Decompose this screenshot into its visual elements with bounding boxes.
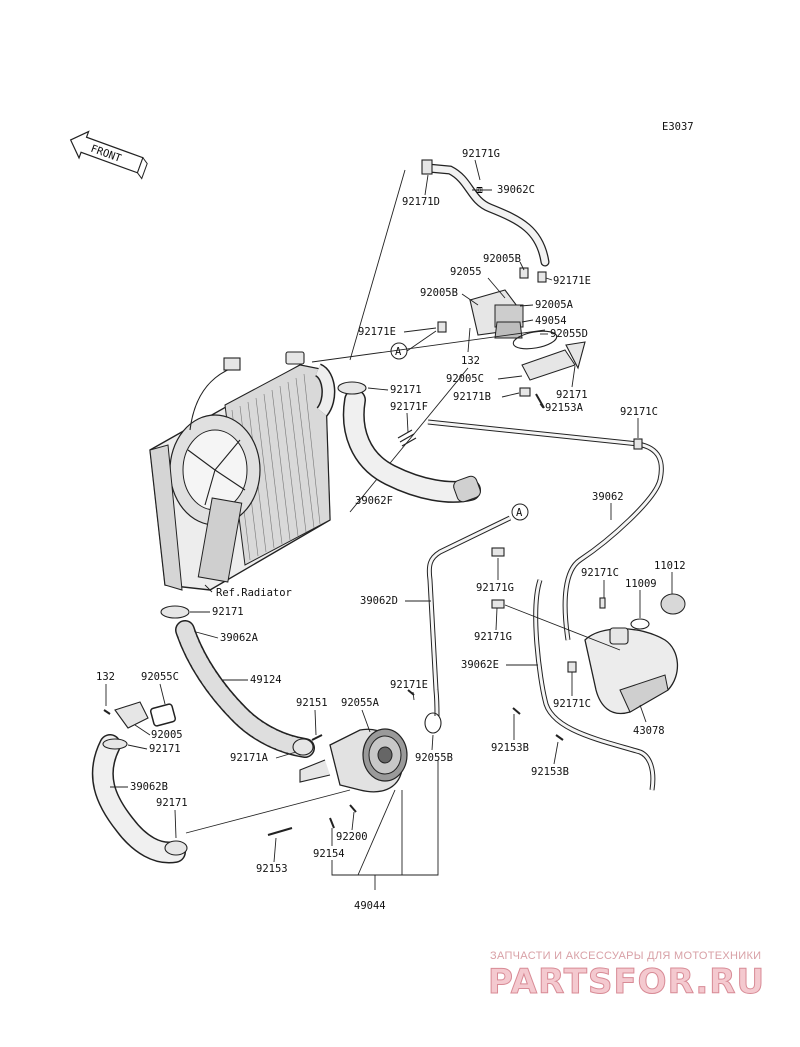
label-92171D: 92171D	[402, 196, 440, 208]
label-49054: 49054	[535, 315, 567, 327]
label-11009: 11009	[625, 578, 657, 590]
label-92153B-b: 92153B	[531, 766, 569, 778]
label-92171F: 92171F	[390, 401, 428, 413]
label-92005B-left: 92005B	[420, 287, 458, 299]
thermostat-cover-left	[103, 701, 177, 729]
label-132-top: 132	[461, 355, 480, 367]
label-92055-top: 92055	[450, 266, 482, 278]
ref-radiator-label: Ref.Radiator	[216, 587, 292, 599]
label-92171E-top: 92171E	[553, 275, 591, 287]
reservoir-tank	[491, 547, 686, 791]
label-92171G-mid: 92171G	[476, 582, 514, 594]
label-92171G-low: 92171G	[474, 631, 512, 643]
hose-39062f	[314, 363, 481, 503]
label-43078: 43078	[633, 725, 665, 737]
label-49124: 49124	[250, 674, 282, 686]
label-92171B: 92171B	[453, 391, 491, 403]
hose-39062c	[421, 159, 550, 267]
label-92154: 92154	[313, 848, 345, 860]
label-92153B-a: 92153B	[491, 742, 529, 754]
label-92005A: 92005A	[535, 299, 574, 311]
label-92171G-top: 92171G	[462, 148, 500, 160]
label-92171E-pump: 92171E	[390, 679, 428, 691]
label-49044: 49044	[354, 900, 386, 912]
label-132-left: 132	[96, 671, 115, 683]
clip-icon: ⧈	[476, 183, 483, 196]
label-92151: 92151	[296, 697, 328, 709]
label-92171E-left: 92171E	[358, 326, 396, 338]
label-92005B-top: 92005B	[483, 253, 521, 265]
front-arrow-icon: FRONT	[69, 130, 148, 180]
radiator-assembly	[149, 351, 331, 591]
label-39062A: 39062A	[220, 632, 259, 644]
hose-39062	[427, 419, 664, 641]
label-92171-low: 92171	[156, 797, 188, 809]
label-92171-right: 92171	[556, 389, 588, 401]
label-39062B: 39062B	[130, 781, 168, 793]
label-39062F: 39062F	[355, 495, 393, 507]
callout-a-top-letter: A	[395, 346, 402, 358]
callout-a-mid: A	[511, 503, 529, 521]
label-39062D: 39062D	[360, 595, 398, 607]
label-39062E: 39062E	[461, 659, 499, 671]
label-92171-left: 92171	[212, 606, 244, 618]
hose-39062a-49124	[160, 605, 315, 758]
label-92171C-top: 92171C	[620, 406, 658, 418]
diagram-code: E3037	[662, 121, 694, 133]
hose-39062d	[426, 515, 512, 717]
callout-a-mid-letter: A	[516, 507, 523, 519]
label-92055A: 92055A	[341, 697, 380, 709]
label-92055C: 92055C	[141, 671, 179, 683]
hose-39062b	[91, 734, 188, 864]
leader-49044-bracket	[331, 760, 439, 890]
watermark-logo: PARTSFOR.RU	[487, 962, 766, 1003]
water-pump-assembly	[267, 689, 442, 836]
label-92171C-low: 92171C	[553, 698, 591, 710]
label-11012: 11012	[654, 560, 686, 572]
watermark-caption: ЗАПЧАСТИ И АКСЕССУАРЫ ДЛЯ МОТОТЕХНИКИ	[490, 950, 762, 962]
label-92153A: 92153A	[545, 402, 584, 414]
label-92171-upper: 92171	[390, 384, 422, 396]
label-92005: 92005	[151, 729, 183, 741]
label-92171-hose: 92171	[149, 743, 181, 755]
label-92171A: 92171A	[230, 752, 269, 764]
label-92153: 92153	[256, 863, 288, 875]
label-92200: 92200	[336, 831, 368, 843]
label-39062C: 39062C	[497, 184, 535, 196]
callout-a-top: A	[390, 330, 437, 360]
label-92055B: 92055B	[415, 752, 453, 764]
label-39062-right: 39062	[592, 491, 624, 503]
label-92005C: 92005C	[446, 373, 484, 385]
label-92171C-mid: 92171C	[581, 567, 619, 579]
label-92055D: 92055D	[550, 328, 588, 340]
